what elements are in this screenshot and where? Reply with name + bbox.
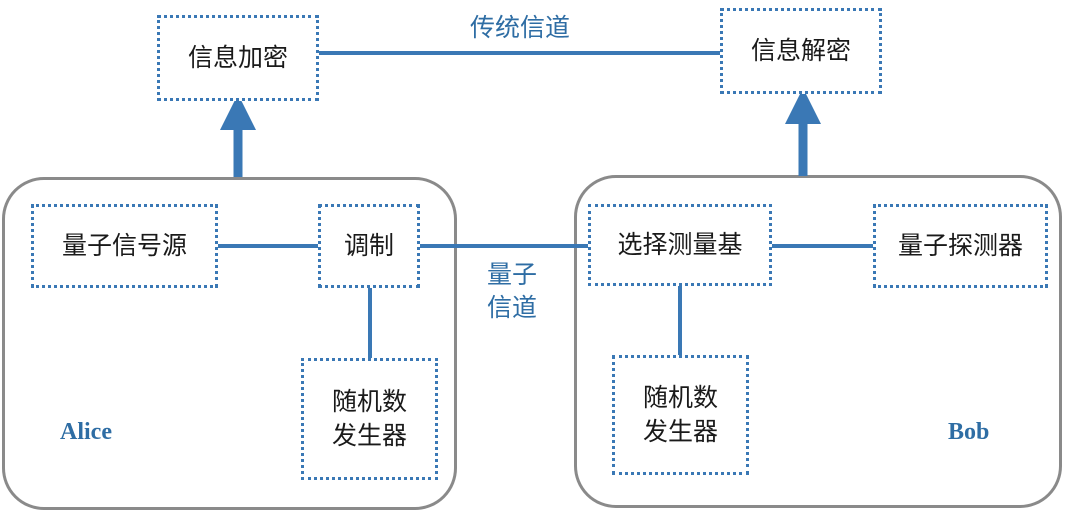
alice-label: Alice — [60, 419, 112, 445]
alice-rng-node: 随机数 发生器 — [301, 358, 438, 480]
quantum-source-node: 量子信号源 — [31, 204, 218, 288]
classical-channel-label: 传统信道 — [469, 13, 570, 42]
modulation-node: 调制 — [318, 204, 420, 288]
bob-label: Bob — [948, 419, 990, 445]
encrypt-node: 信息加密 — [157, 15, 319, 101]
decrypt-node: 信息解密 — [720, 8, 882, 94]
bob-rng-node: 随机数 发生器 — [612, 355, 749, 475]
quantum-channel-label: 量子 信道 — [486, 260, 537, 322]
basis-select-node: 选择测量基 — [588, 204, 772, 286]
detector-node: 量子探测器 — [873, 204, 1048, 288]
